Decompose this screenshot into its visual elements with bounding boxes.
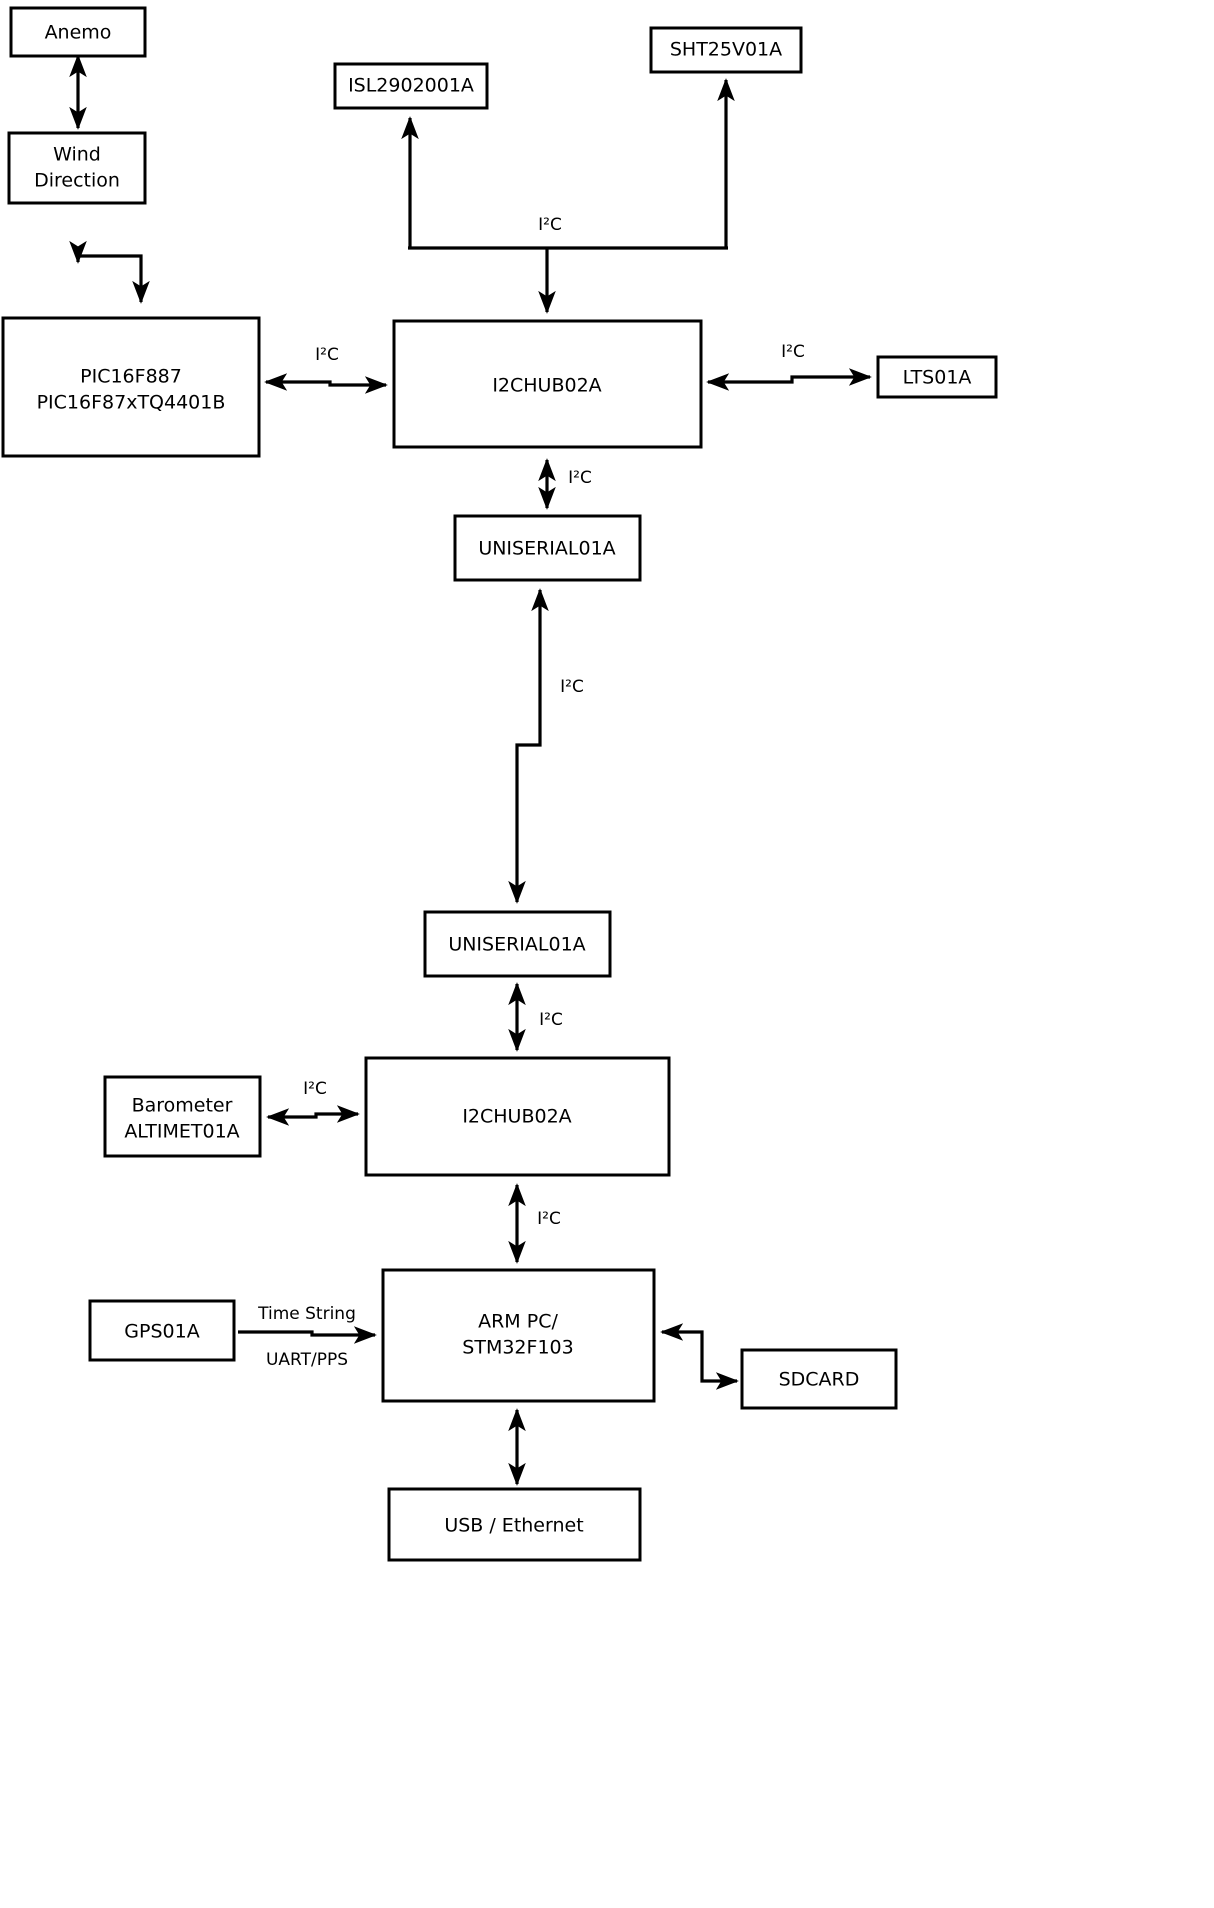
edge-label-i2c-hub2-arm: I²C — [537, 1209, 561, 1229]
node-i2chub02a-bottom-box[interactable] — [364, 1056, 671, 1177]
edge-uniserial-link: I²C — [508, 588, 584, 904]
node-uniserial01a-lower-label: UNISERIAL01A — [448, 934, 585, 956]
edge-hub-top-lts: I²C — [706, 342, 872, 391]
node-isl2902001a[interactable]: ISL2902001A — [333, 62, 489, 110]
edge-label-i2c-uniserial-link: I²C — [560, 677, 584, 697]
edge-label-i2c-baro-hub2: I²C — [303, 1079, 327, 1099]
edge-pic-hub-top: I²C — [264, 345, 388, 394]
node-anemo-label: Anemo — [45, 22, 112, 44]
edge-hub-top-uniserial-upper: I²C — [538, 458, 592, 510]
node-sdcard-label: SDCARD — [779, 1369, 860, 1391]
node-barometer-label-line2: ALTIMET01A — [124, 1121, 239, 1143]
edge-arm-sdcard — [660, 1323, 739, 1390]
edge-label-i2c-uniserial-hub2: I²C — [539, 1010, 563, 1030]
node-i2chub02a-top[interactable]: I2CHUB02A — [392, 319, 703, 449]
node-usb-ethernet-box[interactable] — [387, 1487, 642, 1562]
node-lts01a-label: LTS01A — [903, 367, 972, 389]
edge-pic-winddirection — [69, 240, 150, 304]
node-sht25v01a-box[interactable] — [649, 26, 803, 74]
node-uniserial01a-upper-box[interactable] — [453, 514, 642, 582]
node-uniserial01a-upper[interactable]: UNISERIAL01A — [453, 514, 642, 582]
node-lts01a-box[interactable] — [876, 355, 998, 399]
node-barometer-altimet01a-box[interactable] — [103, 1075, 262, 1158]
node-sht25v01a-label: SHT25V01A — [670, 39, 782, 61]
node-arm-pc-label-line2: STM32F103 — [462, 1337, 573, 1359]
node-anemo[interactable]: Anemo — [9, 6, 147, 58]
node-sht25v01a[interactable]: SHT25V01A — [649, 26, 803, 74]
node-wind-direction-label-line1: Wind — [53, 144, 101, 166]
node-barometer-altimet01a[interactable]: Barometer ALTIMET01A — [103, 1075, 262, 1158]
node-uniserial01a-lower[interactable]: UNISERIAL01A — [423, 910, 612, 978]
edge-label-i2c-hub-uniserial: I²C — [568, 468, 592, 488]
node-pic-microcontroller[interactable]: PIC16F887 PIC16F87xTQ4401B — [1, 316, 261, 458]
node-gps01a-box[interactable] — [88, 1299, 236, 1362]
node-uniserial01a-upper-label: UNISERIAL01A — [478, 538, 615, 560]
edge-hub-bottom-arm: I²C — [508, 1183, 561, 1264]
node-arm-pc[interactable]: ARM PC/ STM32F103 — [381, 1268, 656, 1403]
node-i2chub02a-top-label: I2CHUB02A — [492, 375, 601, 397]
node-wind-direction[interactable]: Wind Direction — [7, 131, 147, 205]
node-gps01a[interactable]: GPS01A — [88, 1299, 236, 1362]
node-arm-pc-box[interactable] — [381, 1268, 656, 1403]
node-pic-microcontroller-box[interactable] — [1, 316, 261, 458]
edge-top-i2c-bus: I²C — [401, 78, 735, 314]
node-gps01a-label: GPS01A — [124, 1321, 199, 1343]
node-pic-label-line2: PIC16F87xTQ4401B — [37, 392, 226, 414]
node-wind-direction-label-line2: Direction — [34, 170, 120, 192]
node-isl2902001a-box[interactable] — [333, 62, 489, 110]
node-sdcard[interactable]: SDCARD — [740, 1348, 898, 1410]
node-usb-ethernet-label: USB / Ethernet — [444, 1515, 583, 1537]
edge-label-i2c-hub-lts: I²C — [781, 342, 805, 362]
node-uniserial01a-lower-box[interactable] — [423, 910, 612, 978]
edge-uniserial-lower-hub-bottom: I²C — [508, 982, 563, 1052]
node-isl2902001a-label: ISL2902001A — [348, 75, 474, 97]
node-barometer-label-line1: Barometer — [132, 1095, 233, 1117]
node-lts01a[interactable]: LTS01A — [876, 355, 998, 399]
node-pic-label-line1: PIC16F887 — [80, 366, 182, 388]
edge-label-i2c-pic-hub: I²C — [315, 345, 339, 365]
node-i2chub02a-top-box[interactable] — [392, 319, 703, 449]
edge-label-gps-uart-pps: UART/PPS — [266, 1350, 348, 1370]
edge-barometer-hub-bottom: I²C — [266, 1079, 360, 1126]
node-wind-direction-box[interactable] — [7, 131, 147, 205]
node-i2chub02a-bottom-label: I2CHUB02A — [462, 1106, 571, 1128]
node-arm-pc-label-line1: ARM PC/ — [478, 1311, 558, 1333]
node-i2chub02a-bottom[interactable]: I2CHUB02A — [364, 1056, 671, 1177]
node-anemo-box[interactable] — [9, 6, 147, 58]
edge-label-i2c-top-bus: I²C — [538, 215, 562, 235]
edge-label-gps-time-string: Time String — [257, 1304, 356, 1324]
node-usb-ethernet[interactable]: USB / Ethernet — [387, 1487, 642, 1562]
node-sdcard-box[interactable] — [740, 1348, 898, 1410]
edge-gps-arm: Time String UART/PPS — [238, 1304, 377, 1370]
